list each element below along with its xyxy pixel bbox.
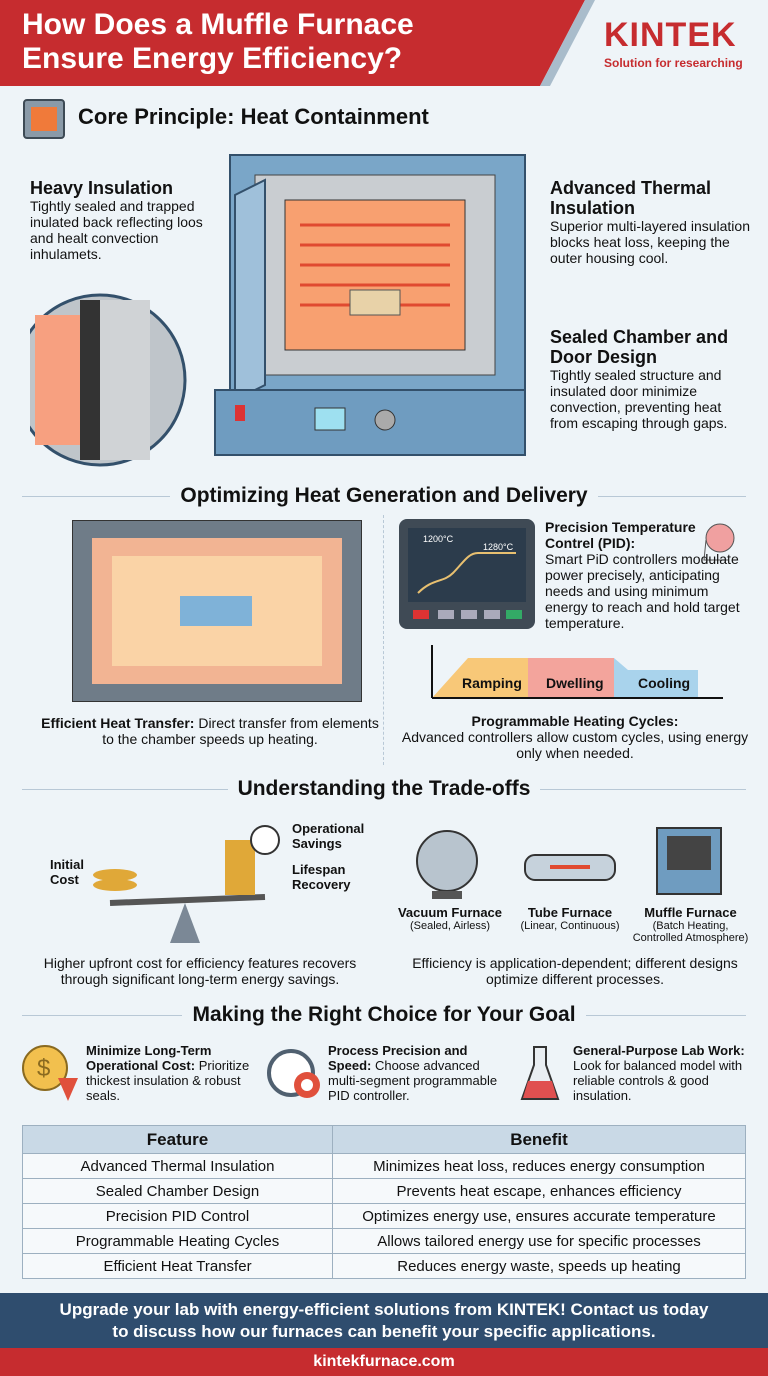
benefit-cell: Reduces energy waste, speeds up heating: [332, 1253, 746, 1279]
heat-transfer-caption: Efficient Heat Transfer: Direct transfer…: [41, 715, 379, 747]
logo-tagline: Solution for researching: [604, 56, 743, 70]
svg-text:$: $: [37, 1055, 50, 1082]
muffle-furnace-label: Muffle Furnace(Batch Heating, Controlled…: [632, 905, 749, 944]
benefit-cell: Minimizes heat loss, reduces energy cons…: [332, 1153, 746, 1179]
vacuum-furnace-icon: [416, 830, 478, 899]
kintek-logo: KINTEK: [604, 16, 737, 54]
benefit-cell: Prevents heat escape, enhances efficienc…: [332, 1178, 746, 1204]
feature-cell: Precision PID Control: [22, 1203, 333, 1229]
goal-cost: Minimize Long-Term Operational Cost: Pri…: [86, 1043, 250, 1103]
phase-ramping: Ramping: [462, 675, 522, 691]
muffle-furnace-illustration: [30, 154, 526, 467]
pid-text: Precision Temperature Contrel (PID):Smar…: [545, 519, 740, 631]
footer-url-link[interactable]: kintekfurnace.com: [0, 1348, 768, 1376]
cost-balance-scale-illustration: [93, 825, 280, 943]
heating-cycles-caption: Programmable Heating Cycles:Advanced con…: [401, 713, 749, 761]
feature-cell: Advanced Thermal Insulation: [22, 1153, 333, 1179]
feature-cell: Programmable Heating Cycles: [22, 1228, 333, 1254]
dollar-cost-down-icon: $: [22, 1045, 78, 1101]
tradeoffs-title: Understanding the Trade-offs: [0, 777, 768, 801]
feature-cell: Sealed Chamber Design: [22, 1178, 333, 1204]
header-banner: [0, 0, 595, 86]
lifespan-recovery-label: Lifespan Recovery: [292, 862, 351, 892]
muffle-furnace-icon: [656, 827, 722, 895]
core-principle-title: Core Principle: Heat Containment: [78, 104, 429, 129]
phase-dwelling: Dwelling: [546, 675, 604, 691]
column-divider: [383, 515, 384, 765]
tube-furnace-icon: [524, 854, 616, 881]
cost-caption: Higher upfront cost for efficiency featu…: [43, 955, 357, 987]
table-header-benefit: Benefit: [332, 1125, 746, 1154]
benefit-cell: Allows tailored energy use for specific …: [332, 1228, 746, 1254]
optimizing-title: Optimizing Heat Generation and Delivery: [0, 484, 768, 508]
footer-cta: Upgrade your lab with energy-efficient s…: [0, 1293, 768, 1348]
pid-controller-display: [399, 519, 535, 629]
furnace-icon: [23, 99, 65, 139]
benefit-cell: Optimizes energy use, ensures accurate t…: [332, 1203, 746, 1229]
furnace-caption: Efficiency is application-dependent; dif…: [412, 955, 738, 987]
phase-cooling: Cooling: [638, 675, 691, 691]
table-header-feature: Feature: [22, 1125, 333, 1154]
operational-savings-label: Operational Savings: [292, 821, 365, 851]
feature-cell: Efficient Heat Transfer: [22, 1253, 333, 1279]
monitor-temp-label-1: 1200°C: [423, 534, 454, 544]
tube-furnace-label: Tube Furnace(Linear, Continuous): [520, 905, 620, 932]
initial-cost-label: Initial Cost: [50, 857, 84, 887]
vacuum-furnace-label: Vacuum Furnace(Sealed, Airless): [397, 905, 503, 932]
goal-general-purpose: General-Purpose Lab Work: Look for balan…: [573, 1043, 745, 1103]
heat-transfer-chamber-illustration: [72, 520, 362, 702]
monitor-temp-label-2: 1280°C: [483, 542, 514, 552]
heating-cycle-diagram: [431, 645, 723, 699]
brain-head-icon: [703, 523, 735, 561]
choice-title: Making the Right Choice for Your Goal: [0, 1003, 768, 1027]
flask-icon: [520, 1046, 560, 1100]
stopwatch-target-icon: [267, 1049, 320, 1098]
goal-precision: Process Precision and Speed: Choose adva…: [328, 1043, 498, 1103]
